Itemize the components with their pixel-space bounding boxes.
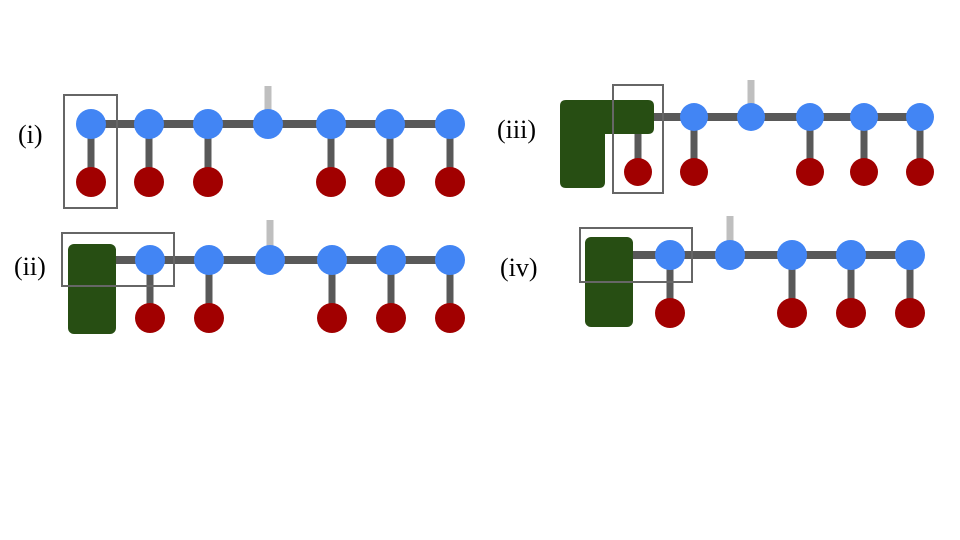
blue-node — [906, 103, 934, 131]
highlight-box — [61, 232, 175, 287]
red-bead — [655, 298, 685, 328]
blue-node — [435, 109, 465, 139]
red-bead — [375, 167, 405, 197]
red-bead — [317, 303, 347, 333]
red-bead — [850, 158, 878, 186]
red-bead — [906, 158, 934, 186]
panel-ii: (ii) — [14, 220, 465, 334]
panel-label-ii: (ii) — [14, 252, 46, 281]
panel-label-iv: (iv) — [500, 253, 538, 282]
blue-node — [737, 103, 765, 131]
red-bead — [836, 298, 866, 328]
red-bead — [135, 303, 165, 333]
highlight-box — [579, 227, 693, 283]
red-bead — [777, 298, 807, 328]
blue-node — [376, 245, 406, 275]
panel-label-i: (i) — [18, 120, 43, 149]
red-bead — [316, 167, 346, 197]
blue-node — [375, 109, 405, 139]
blue-node — [194, 245, 224, 275]
blue-node — [435, 245, 465, 275]
red-bead — [895, 298, 925, 328]
blue-node — [317, 245, 347, 275]
blue-node — [135, 245, 165, 275]
red-bead — [376, 303, 406, 333]
red-bead — [134, 167, 164, 197]
highlight-box — [63, 94, 118, 209]
red-bead — [435, 303, 465, 333]
blue-node — [255, 245, 285, 275]
red-bead — [624, 158, 652, 186]
blue-node — [134, 109, 164, 139]
blue-node — [895, 240, 925, 270]
green-l-block — [560, 100, 654, 188]
panel-iv: (iv) — [500, 216, 925, 328]
blue-node — [655, 240, 685, 270]
blue-node — [680, 103, 708, 131]
panel-i: (i) — [18, 86, 465, 209]
red-bead — [680, 158, 708, 186]
blue-node — [76, 109, 106, 139]
red-bead — [76, 167, 106, 197]
blue-node — [836, 240, 866, 270]
panel-iii: (iii) — [497, 80, 934, 194]
red-bead — [435, 167, 465, 197]
blue-node — [777, 240, 807, 270]
red-bead — [194, 303, 224, 333]
blue-node — [316, 109, 346, 139]
red-bead — [796, 158, 824, 186]
red-bead — [193, 167, 223, 197]
panel-label-iii: (iii) — [497, 115, 536, 144]
highlight-box — [612, 84, 664, 194]
blue-node — [715, 240, 745, 270]
blue-node — [193, 109, 223, 139]
green-block — [68, 244, 116, 334]
blue-node — [253, 109, 283, 139]
blue-node — [796, 103, 824, 131]
blue-node — [850, 103, 878, 131]
